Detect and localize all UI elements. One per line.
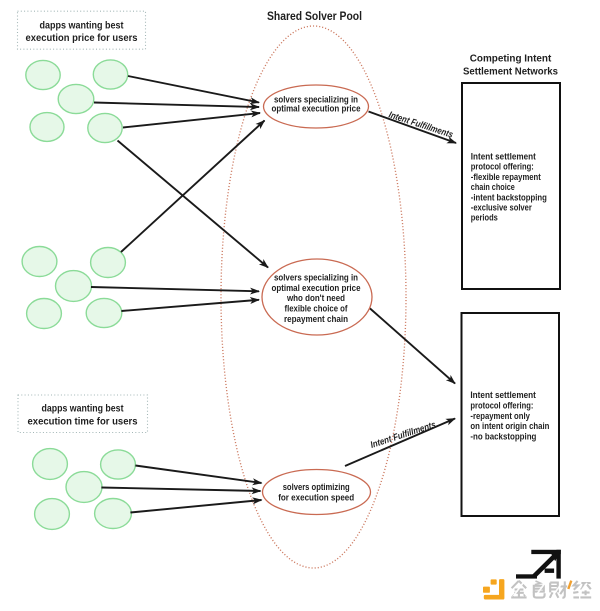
svg-text:optimal execution price: optimal execution price — [272, 104, 361, 114]
svg-text:Intent settlement: Intent settlement — [470, 390, 536, 400]
svg-text:solvers optimizing: solvers optimizing — [283, 482, 350, 492]
svg-text:optimal execution price: optimal execution price — [272, 283, 361, 293]
svg-text:-repayment only: -repayment only — [470, 411, 530, 421]
svg-text:solvers specializing in: solvers specializing in — [274, 95, 358, 105]
svg-text:Shared Solver Pool: Shared Solver Pool — [267, 9, 362, 23]
svg-text:protocol offering:: protocol offering: — [470, 400, 533, 410]
svg-text:on intent origin chain: on intent origin chain — [470, 421, 549, 431]
svg-text:periods: periods — [471, 213, 498, 223]
svg-text:-intent backstopping: -intent backstopping — [471, 192, 547, 202]
svg-text:Intent Fulfillments: Intent Fulfillments — [369, 419, 437, 450]
svg-text:chain choice: chain choice — [471, 182, 515, 192]
svg-text:-no backstopping: -no backstopping — [470, 432, 536, 442]
svg-text:who don't need: who don't need — [286, 293, 345, 303]
svg-text:protocol offering:: protocol offering: — [471, 162, 534, 172]
svg-text:dapps wanting best: dapps wanting best — [40, 21, 124, 32]
svg-text:repayment chain: repayment chain — [284, 314, 348, 324]
svg-text:Intent Fulfillments: Intent Fulfillments — [388, 110, 455, 140]
svg-text:dapps wanting best: dapps wanting best — [42, 404, 124, 415]
svg-text:-flexible repayment: -flexible repayment — [471, 172, 541, 182]
svg-text:Competing Intent: Competing Intent — [470, 53, 552, 65]
svg-text:execution price for users: execution price for users — [26, 33, 138, 44]
svg-text:solvers specializing in: solvers specializing in — [274, 272, 358, 282]
svg-text:for execution speed: for execution speed — [278, 493, 354, 503]
svg-text:Intent settlement: Intent settlement — [471, 152, 536, 162]
svg-text:-exclusive solver: -exclusive solver — [471, 203, 532, 213]
svg-text:flexible choice of: flexible choice of — [285, 304, 349, 314]
svg-text:execution time for users: execution time for users — [28, 417, 138, 428]
svg-text:Settlement Networks: Settlement Networks — [463, 66, 558, 78]
